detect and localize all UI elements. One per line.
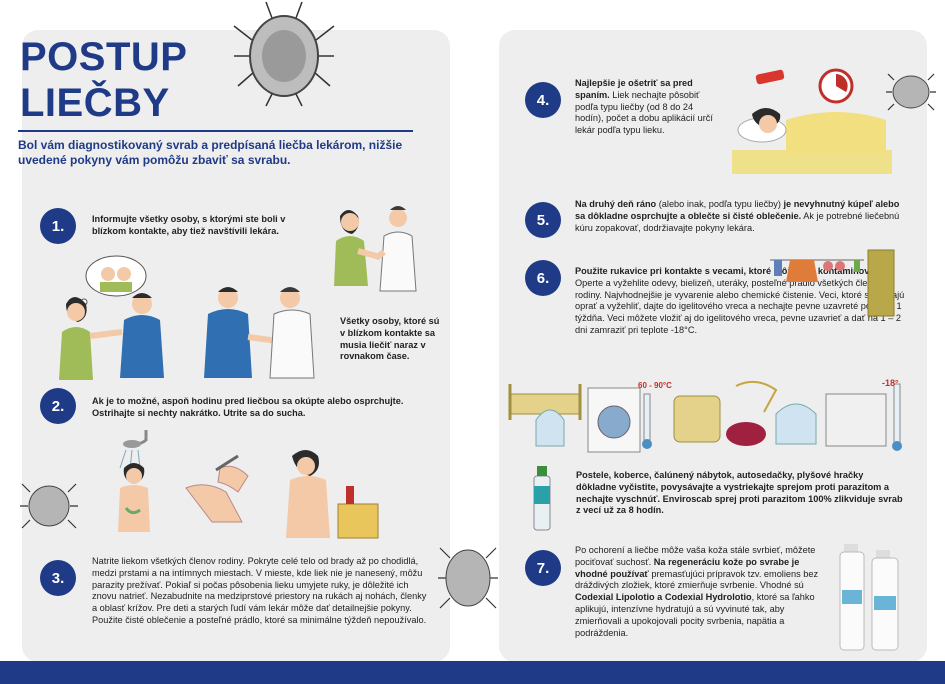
mite-illustration [438, 547, 498, 609]
spray-can-illustration [533, 466, 551, 531]
temp-hot-label: 60 - 90°C [638, 381, 672, 390]
step-4-body: Liek nechajte pôsobiť podľa typu liečby … [575, 89, 713, 136]
lotion-bottles-illustration [839, 544, 899, 651]
patient-doctor-illustration [334, 206, 417, 292]
footer-bar [0, 661, 945, 684]
family-with-doctor-illustration [204, 287, 315, 379]
temp-cold-label: -18° [882, 378, 899, 388]
step-4-text: Najlepšie je ošetriť sa pred spaním. Lie… [575, 78, 720, 137]
step-1-text: Informujte všetky osoby, s ktorými ste b… [92, 214, 286, 236]
laundry-treatment-illustration: 60 - 90°C -18° [508, 378, 902, 453]
shower-illustration [118, 430, 150, 532]
step-6-text: Použite rukavice pri kontakte s vecami, … [575, 266, 905, 335]
step-2-text: Ak je to možné, aspoň hodinu pred liečbo… [92, 396, 404, 418]
mite-illustration [886, 73, 936, 111]
step-1-aside: Všetky osoby, ktoré sú v blízkom kontakt… [340, 316, 440, 362]
step-6-badge: 6. [525, 260, 561, 296]
spray-text: Postele, koberce, čalúnený nábytok, auto… [576, 470, 903, 516]
step-2-badge: 2. [40, 388, 76, 424]
step-5-badge: 5. [525, 202, 561, 238]
family-contact-illustration [59, 255, 164, 380]
step-1-badge: 1. [40, 208, 76, 244]
step-7-badge: 7. [525, 550, 561, 586]
page-title: POSTUP LIEČBY [20, 35, 188, 125]
intro-text: Bol vám diagnostikovaný svrab a predpísa… [18, 138, 403, 167]
nail-clipping-illustration [185, 454, 249, 523]
step-4-badge: 4. [525, 82, 561, 118]
step-4-lead: Najlepšie je ošetriť sa pred spaním. [575, 78, 693, 100]
step-3-badge: 3. [40, 560, 76, 596]
mite-illustration [20, 483, 78, 529]
mite-illustration [233, 1, 335, 107]
sleeping-person-illustration [732, 68, 892, 174]
title-divider [18, 130, 413, 132]
step-7-text: Po ochorení a liečbe môže vaša koža stál… [575, 545, 819, 638]
step-5-text: Na druhý deň ráno (alebo inak, podľa typ… [575, 199, 900, 233]
laundry-line-illustration [770, 249, 895, 317]
drying-illustration [286, 450, 379, 539]
step-3-text: Natrite liekom všetkých členov rodiny. P… [92, 556, 427, 625]
